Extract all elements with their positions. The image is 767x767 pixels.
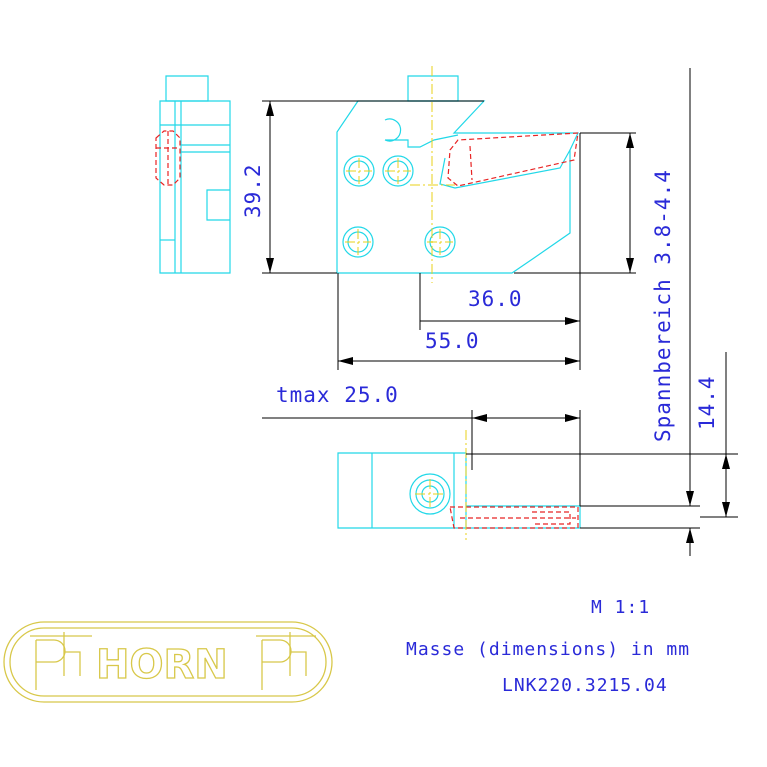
units-note: Masse (dimensions) in mm xyxy=(406,639,690,660)
dimension-lines xyxy=(262,68,738,556)
dimension-tmax: tmax 25.0 xyxy=(276,383,399,407)
dimension-55-0: 55.0 xyxy=(425,329,480,353)
dimension-14-4: 14.4 xyxy=(695,375,719,430)
logo-text: HORN xyxy=(96,642,228,688)
dimension-39-2: 39.2 xyxy=(241,163,265,218)
ph-mark-right-icon xyxy=(256,632,316,690)
dimension-spannbereich: Spannbereich 3.8-4.4 xyxy=(651,169,675,442)
bottom-view xyxy=(337,430,581,540)
horn-logo: HORN xyxy=(3,621,333,703)
dimension-36-0: 36.0 xyxy=(468,287,523,311)
ph-mark-left-icon xyxy=(30,632,92,690)
front-view xyxy=(336,66,579,283)
part-number: LNK220.3215.04 xyxy=(502,675,668,696)
scale-note: M 1:1 xyxy=(591,597,650,618)
side-view xyxy=(155,75,231,274)
